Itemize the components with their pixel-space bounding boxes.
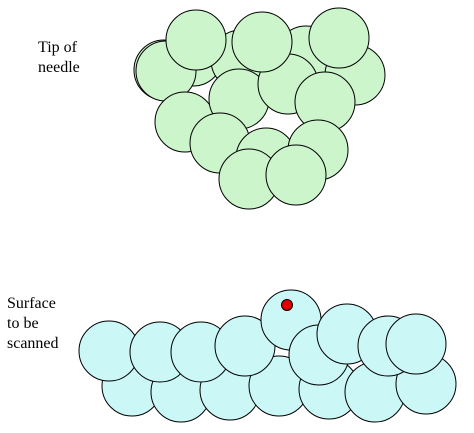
scan-point-marker	[281, 299, 293, 311]
needle-atom-13	[308, 7, 370, 69]
surface-label-line-1: Surface	[7, 295, 56, 312]
surface-atoms	[78, 289, 457, 423]
needle-atom-18	[265, 144, 327, 206]
surface-atom-16	[385, 313, 447, 375]
surface-atom-11	[214, 315, 276, 377]
surface-label-line-2: to be	[7, 315, 39, 332]
tip-of-needle-label: Tip of needle	[38, 38, 80, 78]
needle-tip-atoms	[133, 7, 386, 210]
needle-atom-11	[165, 9, 227, 71]
surface-label-line-3: scanned	[7, 335, 59, 352]
tip-label-line-1: Tip of	[38, 39, 77, 56]
tip-label-line-2: needle	[38, 59, 80, 76]
surface-to-be-scanned-label: Surface to be scanned	[7, 294, 59, 354]
needle-atom-12	[231, 11, 293, 73]
